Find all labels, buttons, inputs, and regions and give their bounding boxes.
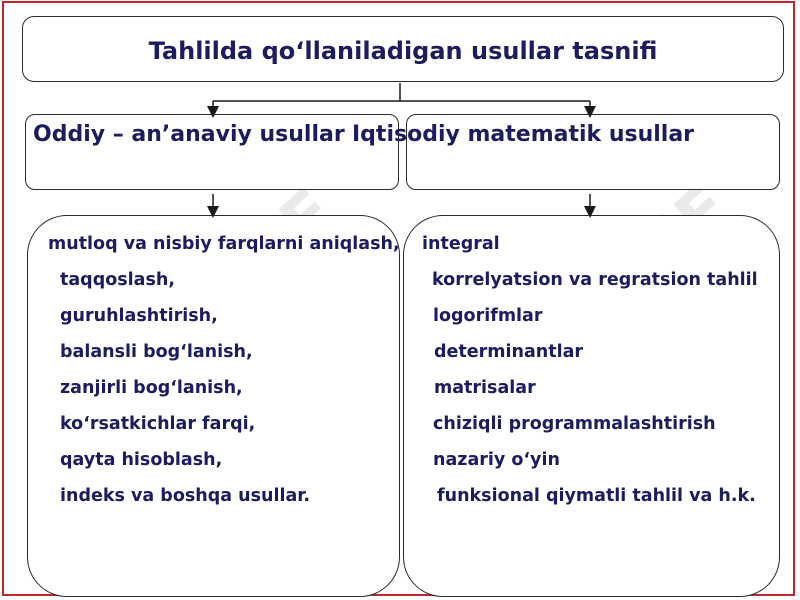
right-list-item: nazariy o‘yin — [433, 450, 560, 470]
right-list-item: logorifmlar — [433, 306, 543, 326]
left-list-item: zanjirli bog‘lanish, — [60, 378, 243, 398]
right-list-item: funksional qiymatli tahlil va h.k. — [437, 486, 756, 506]
left-list-item: guruhlashtirish, — [60, 306, 218, 326]
left-list-item: taqqoslash, — [60, 270, 175, 290]
right-list-item: determinantlar — [434, 342, 584, 362]
left-list-item: qayta hisoblash, — [60, 450, 223, 470]
left-header-box — [25, 114, 399, 190]
right-list-item: chiziqli programmalashtirish — [433, 414, 716, 434]
right-header-title: Iqtisodiy matematik usullar — [352, 122, 695, 147]
diagram-title: Tahlilda qo‘llaniladigan usullar tasnifi — [148, 37, 658, 65]
left-list-item: mutloq va nisbiy farqlarni aniqlash, — [48, 234, 400, 254]
left-list-item: ko‘rsatkichlar farqi, — [60, 414, 256, 434]
right-list-item: korrelyatsion va regratsion tahlil — [432, 270, 758, 290]
right-header-box — [406, 114, 780, 190]
right-list-item: integral — [422, 234, 500, 254]
title-box: Tahlilda qo‘llaniladigan usullar tasnifi — [22, 16, 784, 82]
right-list-item: matrisalar — [434, 378, 536, 398]
left-list-item: indeks va boshqa usullar. — [60, 486, 311, 506]
left-list-item: balansli bog‘lanish, — [60, 342, 253, 362]
left-header-title: Oddiy – an’anaviy usullar — [33, 122, 345, 147]
left-list-box — [27, 215, 400, 597]
right-list-box — [403, 215, 780, 597]
